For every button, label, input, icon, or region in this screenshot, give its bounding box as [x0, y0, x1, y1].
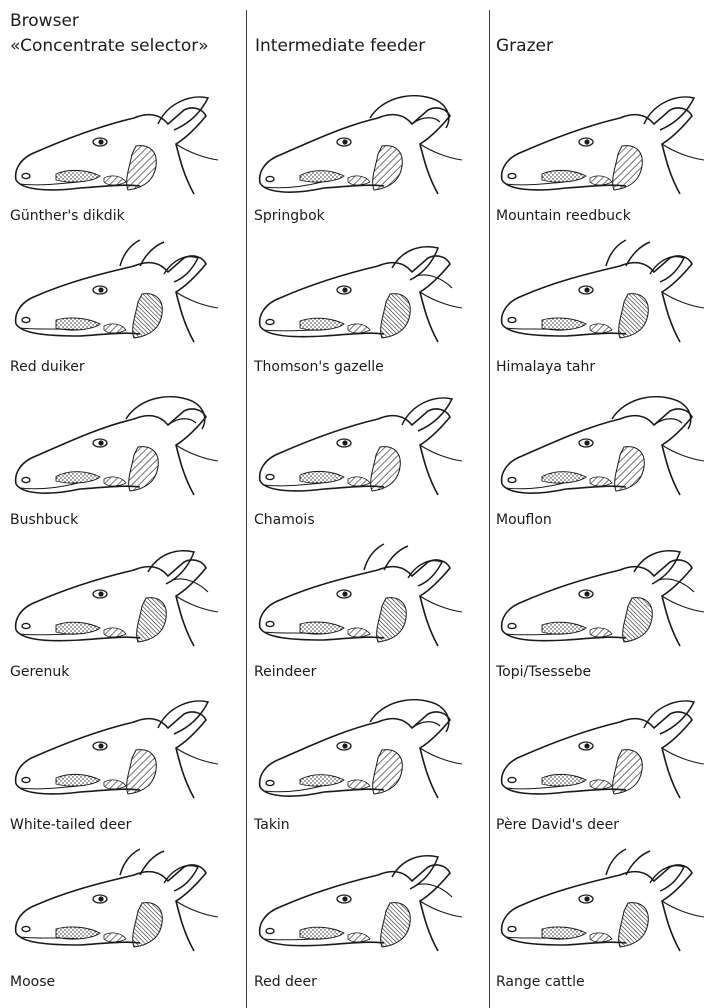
animal-label-takin: Takin — [254, 817, 290, 833]
animal-head-drawing-icon — [252, 389, 466, 505]
animal-head-drawing-icon — [494, 540, 705, 656]
animal-head-drawing-icon — [8, 389, 222, 505]
animal-head-drawing-icon — [494, 88, 705, 204]
animal-head-drawing-icon — [8, 88, 222, 204]
animal-label-himalaya-tahr: Himalaya tahr — [496, 359, 595, 375]
divider-left — [246, 10, 247, 1008]
animal-head-drawing-icon — [494, 692, 705, 808]
animal-label-red-deer: Red deer — [254, 974, 317, 990]
column-header-intermediate: Intermediate feeder — [255, 35, 425, 58]
animal-label-gerenuk: Gerenuk — [10, 664, 69, 680]
animal-head-drawing-icon — [252, 88, 466, 204]
animal-head-drawing-icon — [8, 845, 222, 961]
animal-head-drawing-icon — [8, 540, 222, 656]
animal-label-topi-tsessebe: Topi/Tsessebe — [496, 664, 591, 680]
animal-label-mouflon: Mouflon — [496, 512, 552, 528]
animal-label-chamois: Chamois — [254, 512, 315, 528]
column-header-browser: Browser — [10, 10, 79, 33]
animal-head-drawing-icon — [252, 540, 466, 656]
animal-head-drawing-icon — [494, 389, 705, 505]
animal-label-red-duiker: Red duiker — [10, 359, 85, 375]
animal-label-range-cattle: Range cattle — [496, 974, 585, 990]
animal-head-drawing-icon — [494, 845, 705, 961]
animal-label-white-tailed-deer: White-tailed deer — [10, 817, 131, 833]
column-header-grazer: Grazer — [496, 35, 553, 58]
animal-head-drawing-icon — [252, 845, 466, 961]
column-subheader-browser: «Concentrate selector» — [10, 35, 209, 58]
animal-label-mountain-reedbuck: Mountain reedbuck — [496, 208, 631, 224]
animal-label-g-nther-s-dikdik: Günther's dikdik — [10, 208, 125, 224]
animal-head-drawing-icon — [8, 692, 222, 808]
animal-head-drawing-icon — [252, 692, 466, 808]
divider-right — [489, 10, 490, 1008]
animal-label-bushbuck: Bushbuck — [10, 512, 78, 528]
animal-head-drawing-icon — [252, 236, 466, 352]
animal-label-thomson-s-gazelle: Thomson's gazelle — [254, 359, 384, 375]
animal-label-p-re-david-s-deer: Père David's deer — [496, 817, 619, 833]
animal-head-drawing-icon — [494, 236, 705, 352]
animal-label-reindeer: Reindeer — [254, 664, 316, 680]
animal-label-springbok: Springbok — [254, 208, 325, 224]
animal-label-moose: Moose — [10, 974, 55, 990]
animal-head-drawing-icon — [8, 236, 222, 352]
